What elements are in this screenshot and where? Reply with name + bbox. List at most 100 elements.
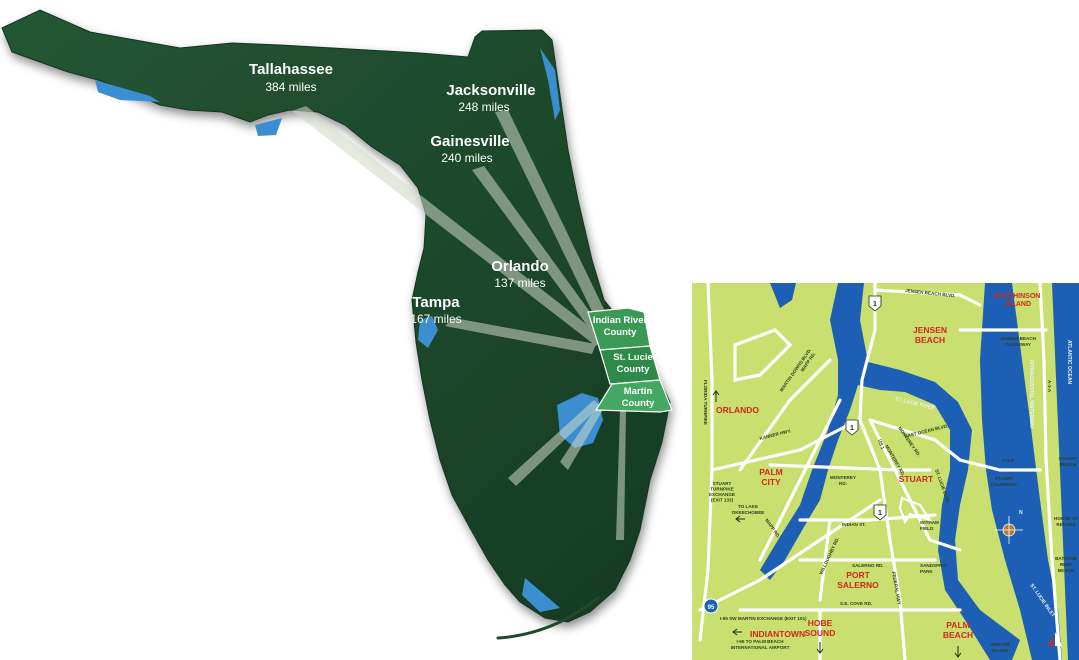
arrow-up-orlando xyxy=(712,390,720,402)
bay-water-5 xyxy=(522,578,560,612)
miles-tallahassee: 384 miles xyxy=(265,80,316,94)
road-jensen-blvd xyxy=(873,288,982,307)
county-label-st-lucie: St. Lucie xyxy=(613,352,653,363)
road-loop xyxy=(733,328,793,382)
city-jacksonville: Jacksonville xyxy=(446,82,535,99)
distance-rays xyxy=(292,106,626,540)
label-hutchinson-1: HUTCHINSON xyxy=(994,293,1041,300)
shield-us1-north: 1 xyxy=(868,295,882,312)
bay-water-4 xyxy=(540,48,560,120)
miles-orlando: 137 miles xyxy=(494,276,545,290)
label-intracoastal: INTRACOASTAL WATERWAY xyxy=(1028,360,1034,430)
sailboat-icon xyxy=(1048,632,1062,646)
st-lucie-river xyxy=(800,283,1020,660)
road-east-ocean xyxy=(868,418,1042,472)
road-martin-downs xyxy=(738,358,832,472)
road-monterey xyxy=(768,463,932,472)
county-label-martin-2: County xyxy=(622,398,655,409)
compass-letter: N xyxy=(1019,510,1023,516)
ray-south-2 xyxy=(560,404,604,470)
ray-tallahassee xyxy=(292,106,604,346)
bay-water xyxy=(418,316,438,348)
ray-tampa xyxy=(445,318,596,354)
miles-gainesville: 240 miles xyxy=(441,151,492,165)
arrow-left-indiantown xyxy=(732,628,742,636)
county-indian-river xyxy=(587,307,651,351)
arrow-down-hobe xyxy=(816,642,824,654)
svg-text:1: 1 xyxy=(878,510,882,517)
florida-map: Indian River County St. Lucie County Mar… xyxy=(1,9,673,640)
local-map: N 1 1 1 xyxy=(692,283,1079,660)
label-i95-exchange: I-95 SW MARTIN EXCHANGE (EXIT 101) xyxy=(720,616,807,621)
label-jensen-blvd: JENSEN BEACH BLVD. xyxy=(905,288,956,298)
ray-south-3 xyxy=(616,410,626,540)
miles-jacksonville: 248 miles xyxy=(458,100,509,114)
road-us1 xyxy=(858,283,907,660)
arrow-down-palm-beach xyxy=(954,646,962,658)
label-indian-st: INDIAN ST. xyxy=(842,522,866,527)
road-kanner xyxy=(710,418,860,472)
bay-water-2 xyxy=(255,118,282,136)
label-se-cove: S.E. COVE RD. xyxy=(840,601,872,606)
florida-land xyxy=(1,9,671,623)
label-salerno-rd: SALERNO RD. xyxy=(852,563,884,568)
city-gainesville: Gainesville xyxy=(430,133,509,150)
roads xyxy=(698,283,1062,660)
river-branch xyxy=(770,283,796,308)
county-martin xyxy=(594,379,673,413)
shield-i95: 95 xyxy=(703,598,719,614)
ray-south-1 xyxy=(508,400,600,486)
ocean xyxy=(1052,283,1079,660)
svg-text:1: 1 xyxy=(873,301,877,308)
county-label-martin: Martin xyxy=(624,386,653,397)
counties: Indian River County St. Lucie County Mar… xyxy=(587,307,673,413)
svg-text:1: 1 xyxy=(850,425,854,432)
city-tampa: Tampa xyxy=(412,294,460,311)
road-mapp xyxy=(758,398,842,562)
arrow-left-okeechobee xyxy=(735,515,745,523)
county-label-indian-river-2: County xyxy=(604,327,637,338)
city-orlando: Orlando xyxy=(491,258,549,275)
miles-tampa: 167 miles xyxy=(410,312,461,326)
label-hutchinson: HUTCHINSON ISLAND xyxy=(994,293,1043,308)
label-stuart: STUART xyxy=(899,474,934,484)
label-a1a-north: A-1-A xyxy=(1047,380,1052,393)
witham-field-icon xyxy=(898,496,933,525)
south-fork xyxy=(760,505,808,580)
label-atlantic: ATLANTIC OCEAN xyxy=(1066,340,1072,384)
road-witham xyxy=(868,418,962,552)
keys xyxy=(496,596,600,640)
shield-us1-south: 1 xyxy=(873,504,887,521)
route-shields: 1 1 1 95 xyxy=(703,295,887,614)
road-indian-st xyxy=(798,513,937,522)
shield-us1-mid: 1 xyxy=(845,419,859,436)
label-a1a-mid: A-1-A xyxy=(1002,458,1015,463)
label-hutchinson-2: ISLAND xyxy=(1005,301,1031,308)
svg-text:95: 95 xyxy=(708,605,715,611)
label-florida-turnpike: FLORIDA TURNPIKE xyxy=(703,380,708,425)
compass-icon: N xyxy=(995,510,1023,544)
county-label-st-lucie-2: County xyxy=(617,364,650,375)
label-indiantown: INDIANTOWN xyxy=(750,629,805,639)
bay-water-3 xyxy=(95,80,160,102)
county-label-indian-river: Indian River xyxy=(593,315,648,326)
city-tallahassee: Tallahassee xyxy=(249,61,333,78)
ray-gainesville xyxy=(472,166,606,340)
ray-jacksonville xyxy=(495,110,614,336)
